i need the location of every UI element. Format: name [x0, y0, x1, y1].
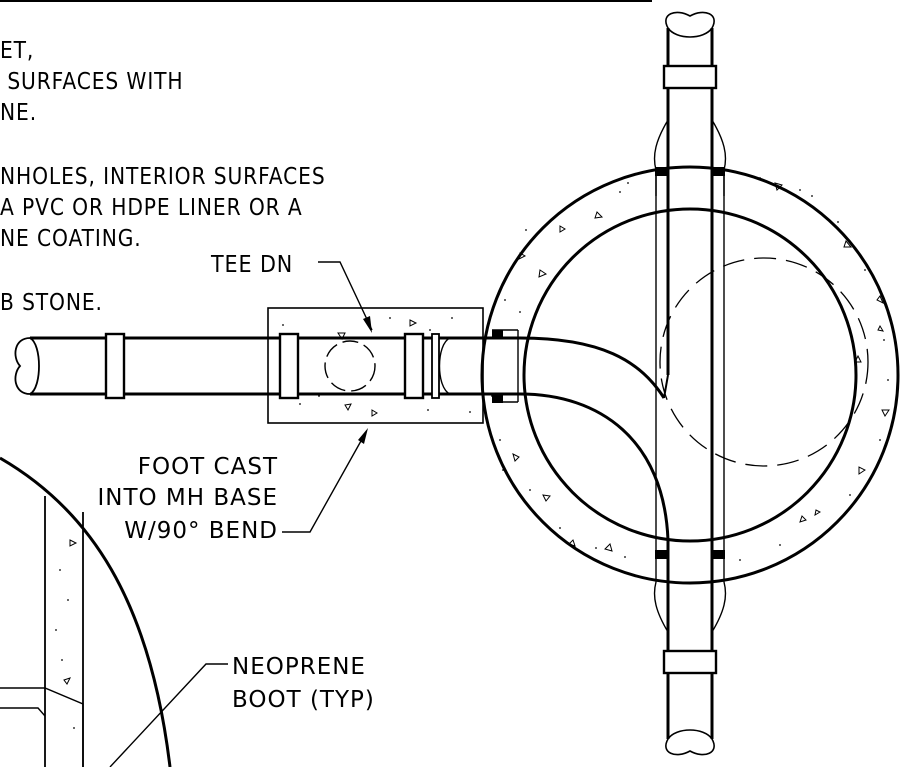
coupling: [431, 333, 440, 399]
drop-connection-pipe: [14, 329, 670, 541]
label-foot-cast-3: W/90° BEND: [124, 518, 278, 544]
tee-branch: [324, 340, 376, 392]
note-line-5: A PVC OR HDPE LINER OR A: [0, 195, 303, 221]
coupling: [662, 649, 718, 675]
coupling: [662, 64, 718, 90]
label-foot-cast-1: FOOT CAST: [138, 454, 278, 480]
neoprene-boot: [655, 167, 667, 176]
label-foot-cast-2: INTO MH BASE: [97, 485, 278, 511]
note-line-7: B STONE.: [0, 290, 103, 316]
manhole-section-partial: [0, 456, 172, 767]
note-line-3: NE.: [0, 100, 38, 126]
note-line-2: SURFACES WITH: [0, 69, 184, 95]
neoprene-boot: [492, 330, 503, 339]
coupling: [403, 332, 425, 400]
note-line-4: NHOLES, INTERIOR SURFACES: [0, 164, 326, 190]
coupling: [278, 332, 300, 400]
manhole-ring: [480, 165, 900, 585]
note-line-6: NE COATING.: [0, 226, 142, 252]
label-boot-typ: BOOT (TYP): [232, 687, 375, 713]
concrete-stipple-dots: [491, 177, 889, 561]
label-tee-dn: TEE DN: [210, 252, 293, 278]
coupling: [104, 332, 126, 400]
neoprene-boot: [655, 550, 667, 559]
neoprene-boot: [492, 394, 503, 403]
label-neoprene: NEOPRENE: [232, 654, 366, 680]
neoprene-boot: [713, 167, 725, 176]
leader-lines: [109, 261, 373, 767]
note-line-1: ET,: [0, 38, 35, 64]
concrete-aggregate-marks: [512, 182, 890, 552]
dashed-riser-outline: [659, 257, 869, 467]
neoprene-boot: [713, 550, 725, 559]
concrete-encasement-block: [267, 307, 484, 424]
main-through-pipe: [653, 11, 727, 756]
